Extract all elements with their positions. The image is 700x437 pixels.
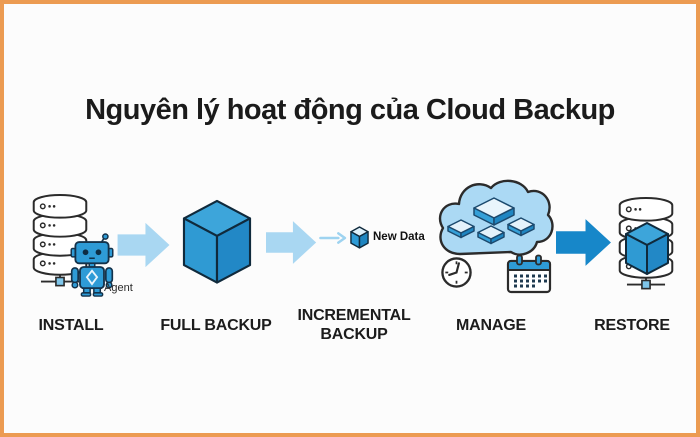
stage-label-line2: BACKUP <box>320 326 388 343</box>
cloud-backup-diagram: Nguyên lý hoạt động của Cloud Backup <box>4 4 696 433</box>
full-backup-cube-icon <box>182 199 252 284</box>
new-data-cube-icon <box>350 226 369 250</box>
restore-cube-icon <box>625 222 669 276</box>
manage-cloud-icon <box>434 174 558 270</box>
clock-icon <box>440 256 473 289</box>
flow-arrow-icon <box>117 220 172 270</box>
flow-arrow-icon <box>266 218 318 267</box>
stage-label-line1: INCREMENTAL <box>297 307 411 324</box>
network-node-square <box>641 279 651 290</box>
stage-label-incremental-backup: INCREMENTAL BACKUP <box>289 306 419 344</box>
small-flow-arrow-icon <box>319 231 348 245</box>
network-node-square <box>55 276 65 287</box>
stage-label-install: INSTALL <box>38 317 104 334</box>
stage-label-full-backup: FULL BACKUP <box>160 317 272 334</box>
calendar-icon <box>506 254 552 295</box>
stage-label-restore: RESTORE <box>594 317 670 334</box>
new-data-label: New Data <box>373 231 425 243</box>
stage-label-manage: MANAGE <box>456 317 526 334</box>
page-title: Nguyên lý hoạt động của Cloud Backup <box>85 94 615 126</box>
agent-label: Agent <box>104 282 133 294</box>
agent-robot-icon <box>68 231 116 297</box>
flow-arrow-dark-icon <box>556 215 613 270</box>
data-tiles <box>447 197 535 245</box>
